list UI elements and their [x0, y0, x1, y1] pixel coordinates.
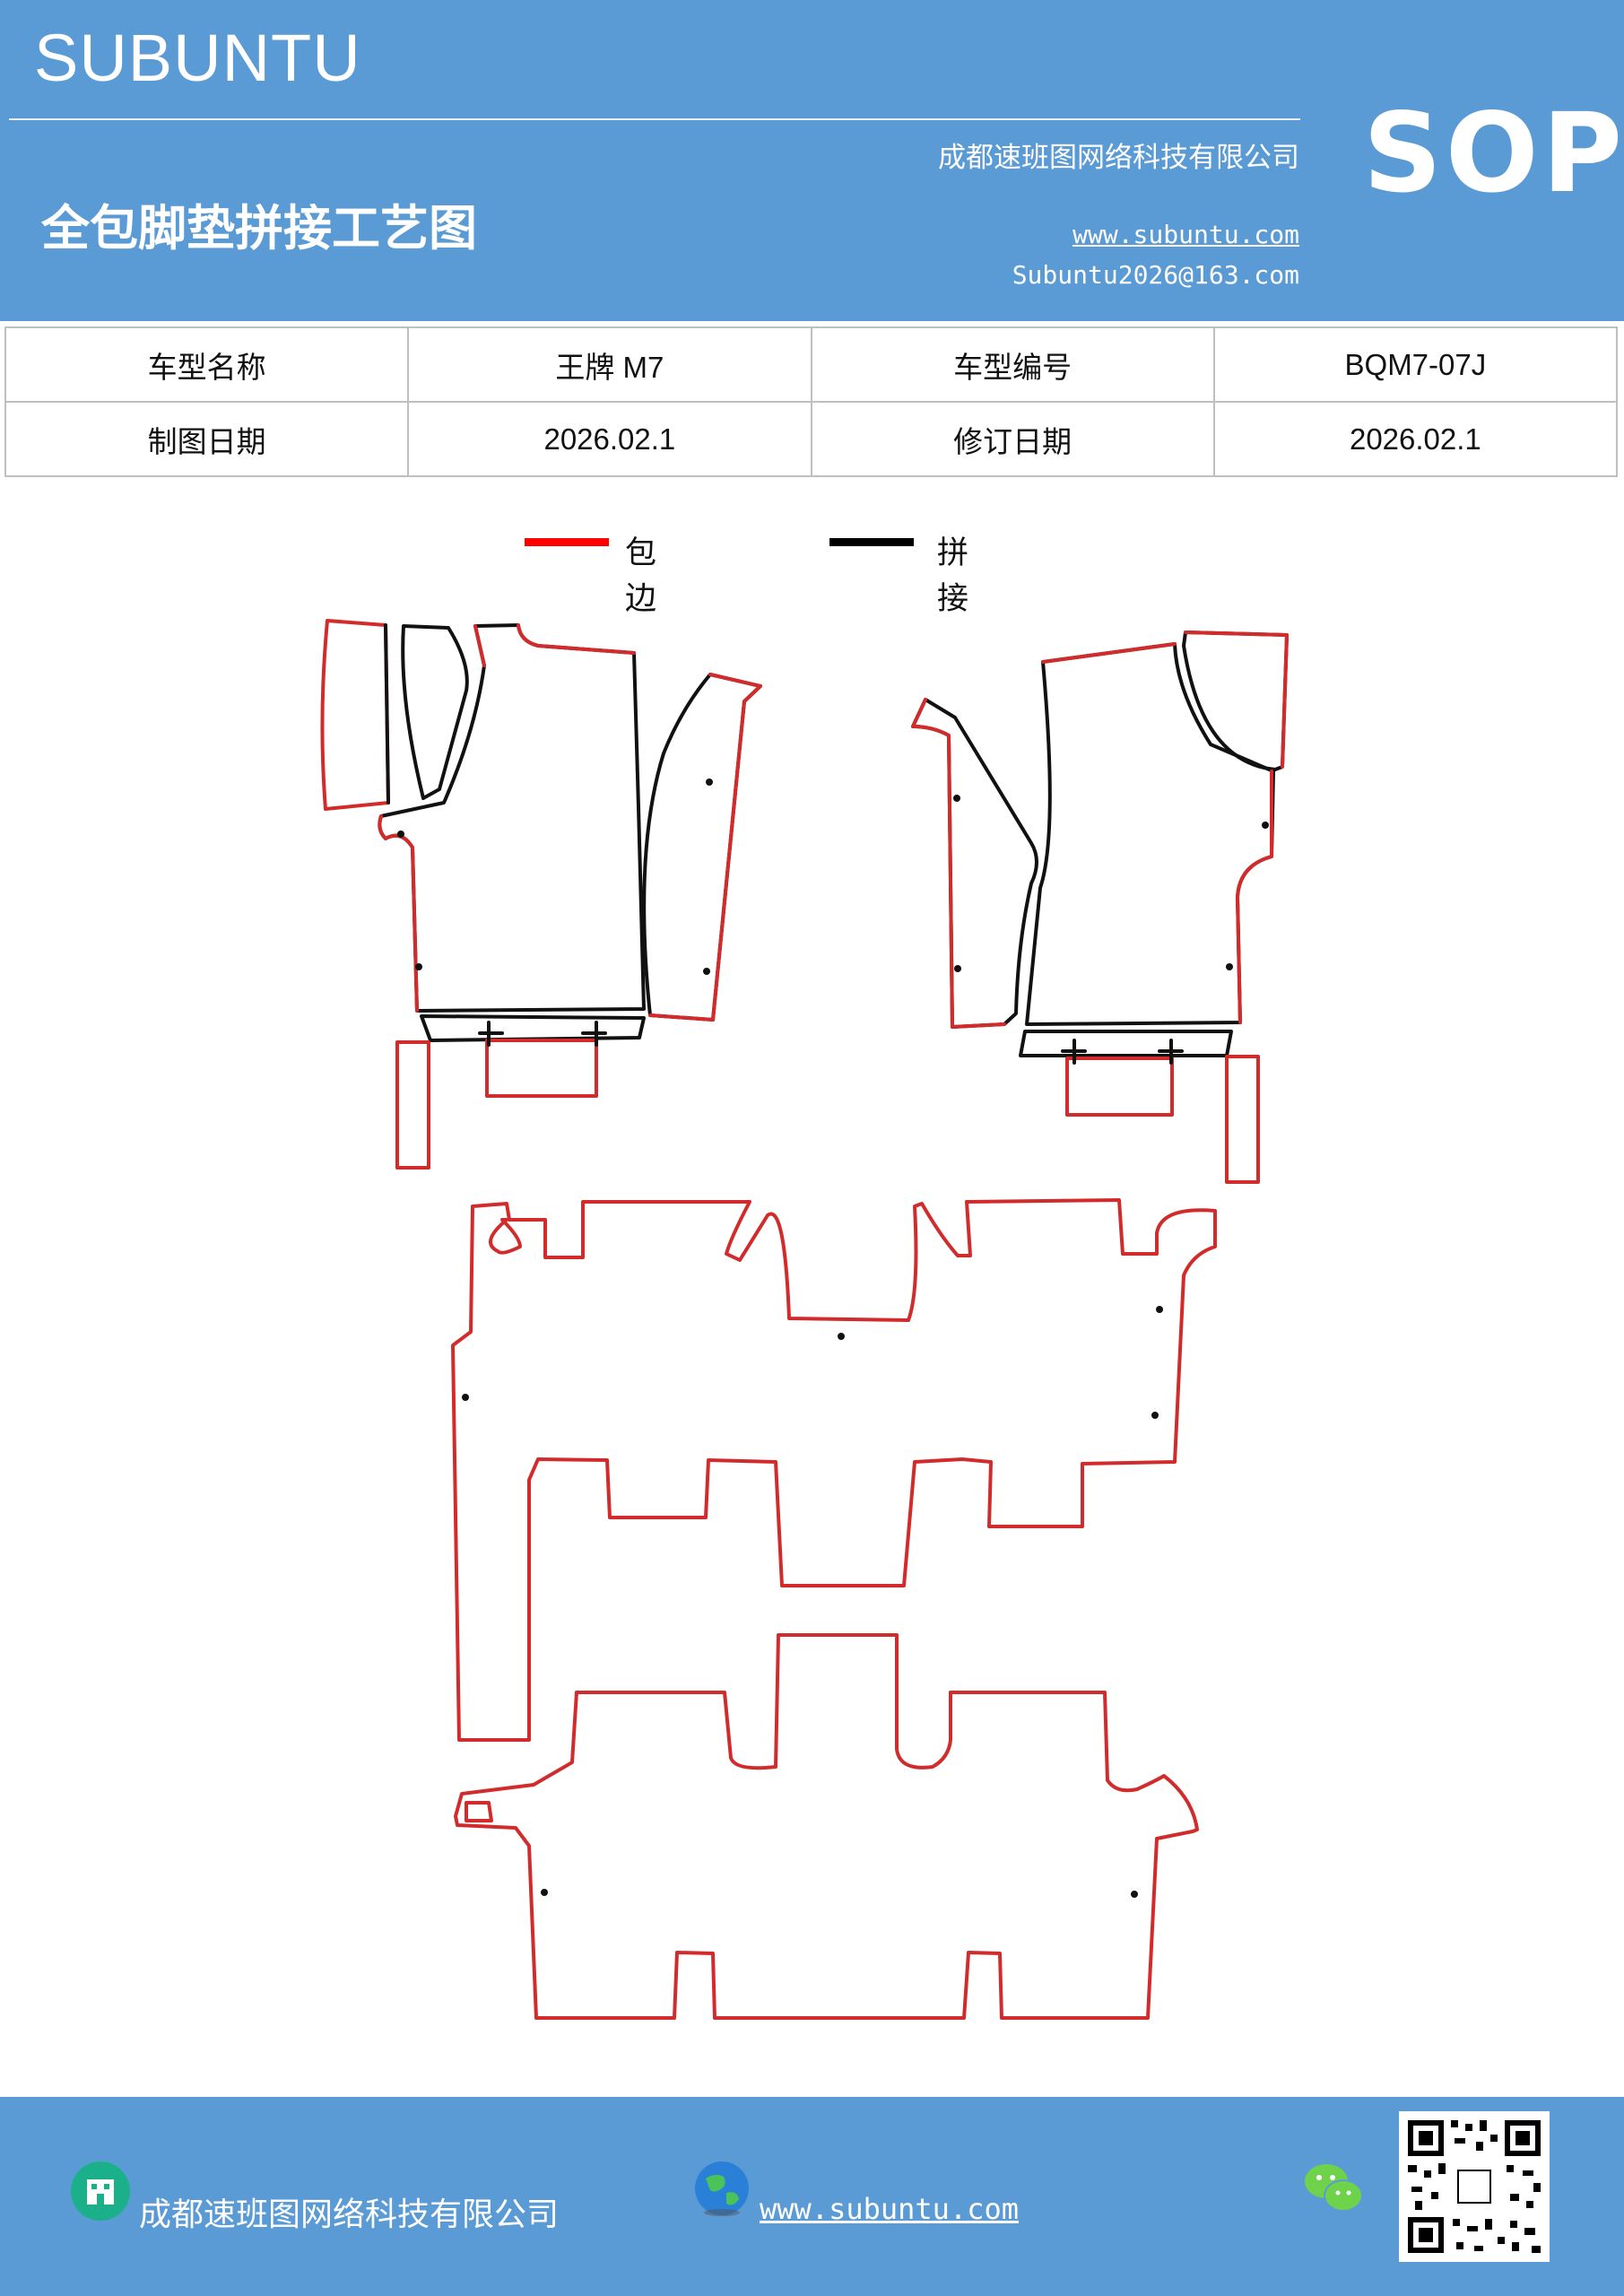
- revise-date-label: 修订日期: [810, 401, 1215, 477]
- vehicle-info-table: 车型名称 王牌 M7 车型编号 BQM7-07J 制图日期 2026.02.1 …: [4, 326, 1619, 477]
- footer-company-name: 成都速班图网络科技有限公司: [139, 2196, 560, 2233]
- fixing-point: [415, 963, 422, 970]
- revise-date-value: 2026.02.1: [1212, 401, 1619, 477]
- driver-main-mat: [378, 623, 646, 1013]
- driver-main-mat-outer-edge: [378, 814, 419, 1013]
- passenger-rear-strip: [1225, 1055, 1260, 1184]
- wechat-icon[interactable]: [1302, 2160, 1365, 2215]
- passenger-side-strip-edge: [1184, 631, 1289, 769]
- fixing-point: [1156, 1306, 1163, 1313]
- building-icon: [71, 2161, 130, 2221]
- driver-clip-2: [581, 1021, 607, 1047]
- passenger-main-mat: [1025, 642, 1275, 1026]
- driver-heel-pad: [485, 1039, 598, 1098]
- passenger-door-strip-edge: [911, 698, 1006, 1029]
- passenger-clip-2: [1158, 1039, 1184, 1065]
- table-row: 制图日期 2026.02.1 修订日期 2026.02.1: [4, 401, 1619, 477]
- driver-side-strip-splice: [384, 623, 390, 804]
- floor-mat-diagram: [320, 619, 1289, 2020]
- second-row-mat: [451, 1198, 1217, 1742]
- globe-icon: [695, 2161, 749, 2216]
- fixing-point: [462, 1394, 469, 1401]
- fixing-point: [953, 795, 960, 802]
- fixing-point: [706, 778, 713, 786]
- model-code-value: BQM7-07J: [1212, 326, 1619, 403]
- passenger-clip-1: [1061, 1039, 1087, 1065]
- fixing-point: [703, 968, 710, 975]
- passenger-side-strip: [1182, 631, 1289, 771]
- passenger-heel-pad: [1065, 1057, 1174, 1117]
- driver-door-strip: [642, 673, 762, 1022]
- second-row-seat-hole: [489, 1218, 522, 1255]
- sop-label: SOP: [1363, 90, 1624, 217]
- driver-rear-strip: [395, 1040, 430, 1170]
- header-company-name: 成都速班图网络科技有限公司: [938, 142, 1299, 174]
- legend-label-splice: 拼接: [937, 535, 969, 617]
- model-name-label: 车型名称: [4, 326, 410, 403]
- legend-swatch-red: [525, 538, 609, 546]
- driver-main-mat-edge: [473, 623, 636, 667]
- fixing-point: [397, 831, 404, 838]
- legend-swatch-black: [829, 538, 914, 546]
- fixing-point: [954, 965, 961, 972]
- header-banner: SUBUNTU SOP 全包脚垫拼接工艺图 成都速班图网络科技有限公司 www.…: [0, 0, 1624, 321]
- table-row: 车型名称 王牌 M7 车型编号 BQM7-07J: [4, 326, 1619, 403]
- passenger-door-strip: [911, 698, 1038, 1029]
- qr-code[interactable]: [1399, 2111, 1550, 2262]
- draw-date-label: 制图日期: [4, 401, 410, 477]
- document-title: 全包脚垫拼接工艺图: [41, 199, 477, 257]
- driver-wedge: [401, 624, 469, 800]
- draw-date-value: 2026.02.1: [407, 401, 812, 477]
- header-email[interactable]: Subuntu2026@163.com: [1012, 260, 1299, 290]
- driver-clip-1: [478, 1021, 504, 1047]
- fixing-point: [1151, 1412, 1159, 1419]
- fixing-point: [541, 1889, 548, 1896]
- model-name-value: 王牌 M7: [407, 326, 812, 403]
- header-website-link[interactable]: www.subuntu.com: [1073, 220, 1299, 249]
- driver-door-strip-edge: [648, 673, 762, 1022]
- model-code-label: 车型编号: [810, 326, 1215, 403]
- brand-name: SUBUNTU: [34, 21, 361, 95]
- legend-label-edge: 包边: [625, 535, 657, 617]
- passenger-main-mat-edge: [1041, 642, 1273, 1024]
- fixing-point: [838, 1333, 845, 1340]
- footer-website-link[interactable]: www.subuntu.com: [760, 2192, 1019, 2226]
- fixing-point: [1131, 1891, 1138, 1898]
- third-row-seat-hole: [465, 1801, 493, 1822]
- passenger-heel-bar: [1019, 1030, 1233, 1057]
- fixing-point: [1262, 822, 1269, 829]
- header-divider: [9, 118, 1300, 120]
- third-row-mat: [454, 1633, 1199, 2020]
- fixing-point: [1226, 963, 1233, 970]
- driver-side-strip: [320, 619, 390, 811]
- driver-heel-bar: [420, 1014, 646, 1042]
